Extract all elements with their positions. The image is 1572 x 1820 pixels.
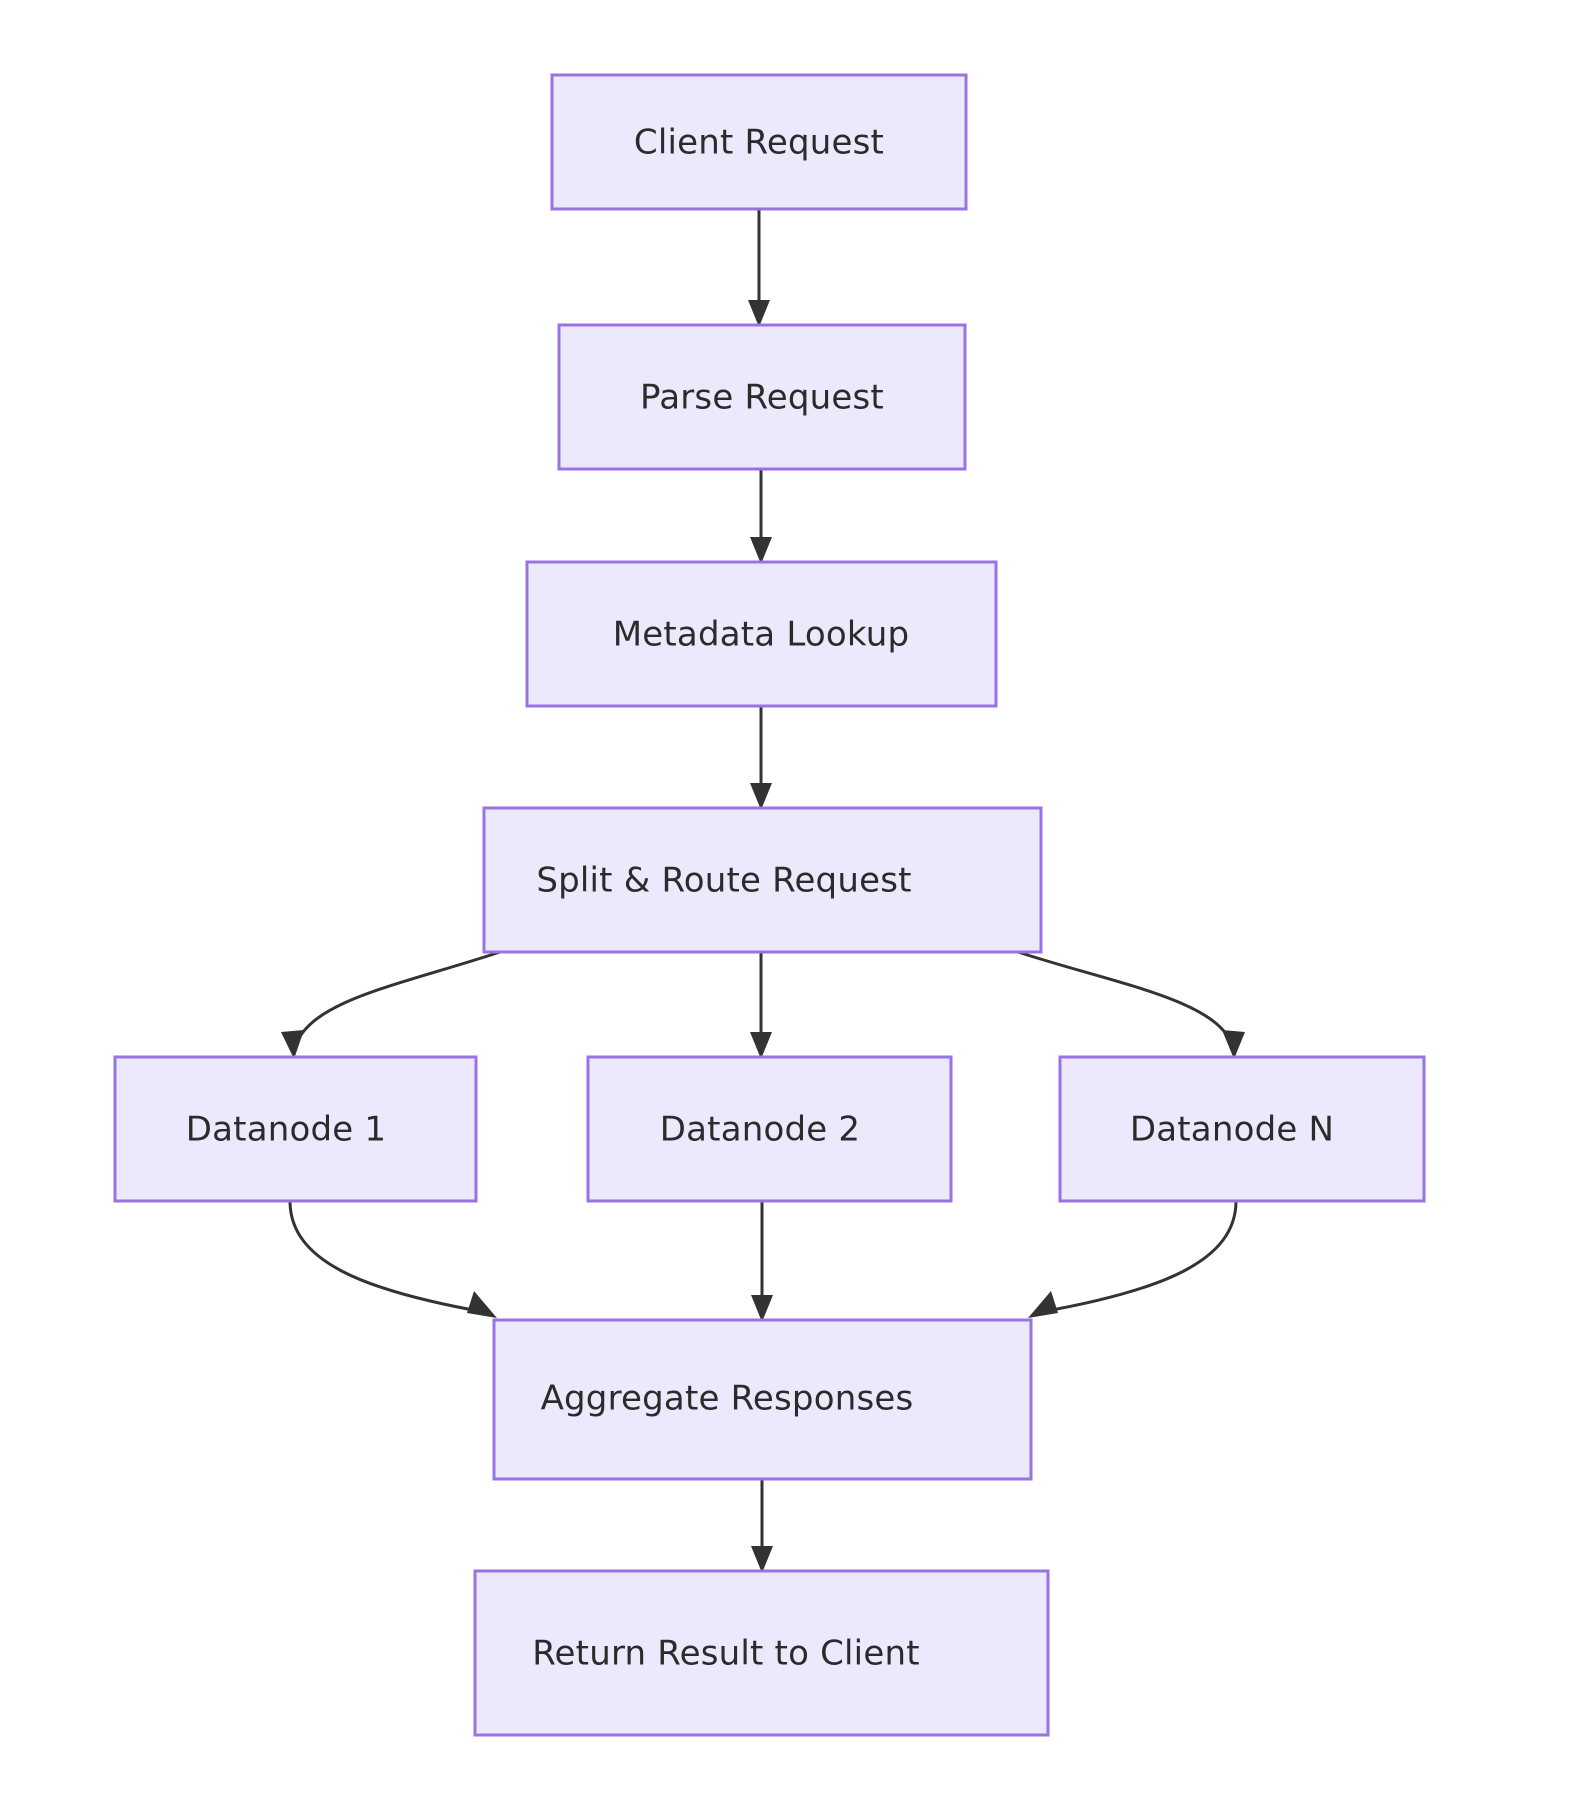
edge-client-request-to-parse-request [748,209,770,327]
arrow-head-icon [750,537,772,564]
arrow-head-icon [751,1546,773,1573]
arrow-head-icon [1222,1030,1245,1059]
edge-datanode-1-to-aggregate [288,1200,497,1318]
node-split-route-request-box[interactable] [482,806,1043,954]
node-metadata-lookup[interactable]: Metadata Lookup [525,560,998,708]
node-return-result-to-client-box[interactable] [473,1569,1050,1737]
node-datanode-2[interactable]: Datanode 2 [586,1055,953,1203]
arrow-head-icon [281,1030,304,1059]
edge-datanode-n-to-aggregate [1028,1200,1238,1318]
arrow-head-icon [748,300,770,327]
arrow-head-icon [1028,1291,1058,1318]
edge-parse-request-to-metadata-lookup [750,469,772,564]
arrow-head-icon [750,783,772,810]
edge-layer [281,209,1245,1573]
node-aggregate-responses-box[interactable] [492,1318,1033,1481]
node-datanode-n[interactable]: Datanode N [1058,1055,1426,1203]
edge-split-route-to-datanode-2 [750,952,772,1059]
node-datanode-n-box[interactable] [1058,1055,1426,1203]
node-datanode-1[interactable]: Datanode 1 [113,1055,478,1203]
edge-split-route-to-datanode-1 [281,950,501,1059]
node-parse-request-box[interactable] [557,323,967,471]
node-layer: Client Request Parse Request Metadata Lo… [113,73,1426,1737]
node-metadata-lookup-box[interactable] [525,560,998,708]
node-split-route-request[interactable]: Split & Route Request [482,806,1043,954]
node-return-result-to-client[interactable]: Return Result to Client [473,1569,1050,1737]
edge-metadata-lookup-to-split-route [750,706,772,810]
edge-datanode-2-to-aggregate [751,1201,773,1322]
edge-split-route-to-datanode-n [1017,950,1245,1059]
node-datanode-2-box[interactable] [586,1055,953,1203]
edge-aggregate-to-return-result [751,1479,773,1573]
arrow-head-icon [750,1032,772,1059]
arrow-head-icon [467,1291,497,1318]
node-client-request-box[interactable] [550,73,968,211]
arrow-head-icon [751,1295,773,1322]
node-parse-request[interactable]: Parse Request [557,323,967,471]
node-aggregate-responses[interactable]: Aggregate Responses [492,1318,1033,1481]
node-client-request[interactable]: Client Request [550,73,968,211]
node-datanode-1-box[interactable] [113,1055,478,1203]
